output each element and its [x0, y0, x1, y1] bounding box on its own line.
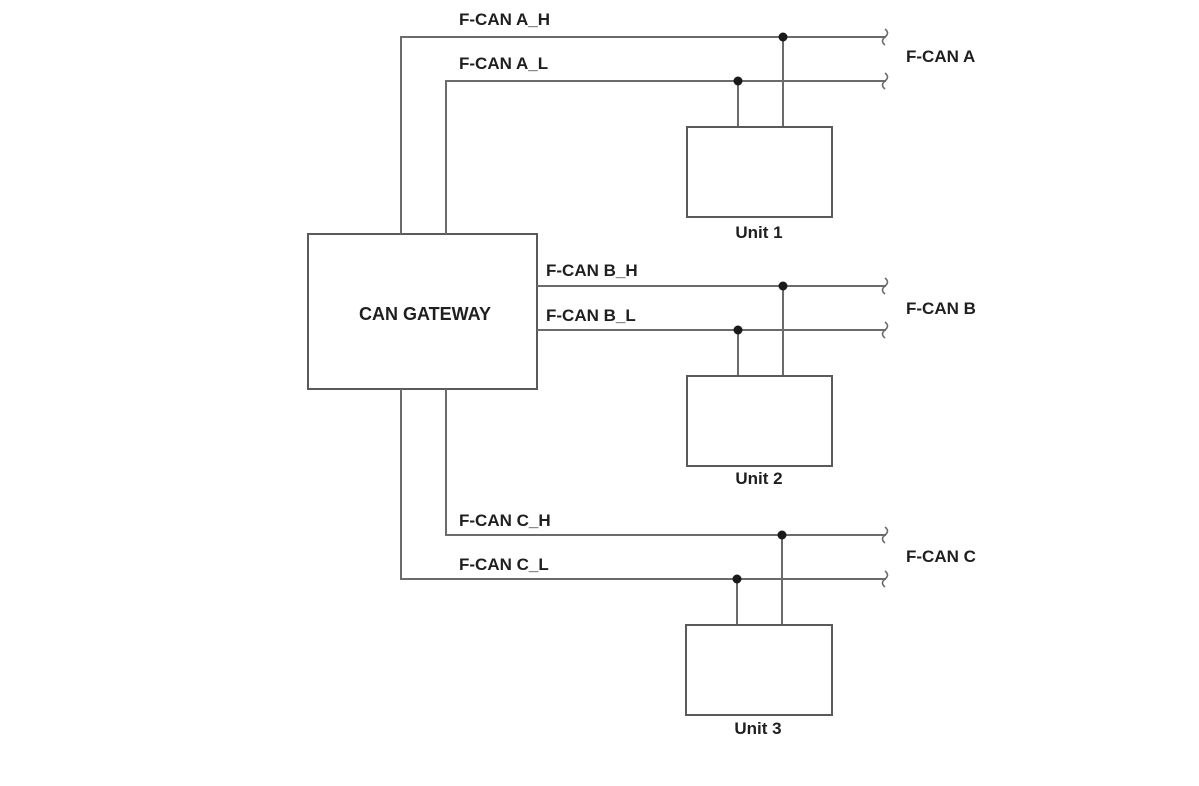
unit-2-box [686, 375, 833, 467]
bus-c-low-junction [732, 574, 742, 584]
bus-b-high-label: F-CAN B_H [546, 261, 638, 280]
bus-c-high-break-icon [881, 526, 889, 544]
bus-b-low-label: F-CAN B_L [546, 306, 636, 325]
bus-a-low-break-icon [881, 72, 889, 90]
bus-a-name: F-CAN A [906, 47, 975, 66]
unit-1-box [686, 126, 833, 218]
bus-c-low-label: F-CAN C_L [459, 555, 549, 574]
bus-b-low-break-icon [881, 321, 889, 339]
bus-a-low-label: F-CAN A_L [459, 54, 548, 73]
bus-b-low-junction [733, 325, 743, 335]
can-gateway-label: CAN GATEWAY [359, 304, 491, 324]
bus-c-high-wire [445, 389, 886, 536]
bus-a-high-break-icon [881, 28, 889, 46]
can-gateway-box [307, 233, 538, 390]
bus-a-high-wire [400, 36, 886, 234]
unit-3-label: Unit 3 [734, 719, 781, 738]
bus-a-low-junction [733, 76, 743, 86]
unit-3-box [685, 624, 833, 716]
bus-c-name: F-CAN C [906, 547, 976, 566]
bus-b-name: F-CAN B [906, 299, 976, 318]
bus-c-high-junction [777, 530, 787, 540]
bus-a-high-junction [778, 32, 788, 42]
bus-a-high-label: F-CAN A_H [459, 10, 550, 29]
bus-c-low-break-icon [881, 570, 889, 588]
bus-b-high-junction [778, 281, 788, 291]
unit-1-label: Unit 1 [735, 223, 782, 242]
bus-c-high-label: F-CAN C_H [459, 511, 551, 530]
bus-c-low-wire [400, 389, 886, 580]
bus-b-high-break-icon [881, 277, 889, 295]
unit-2-label: Unit 2 [735, 469, 782, 488]
